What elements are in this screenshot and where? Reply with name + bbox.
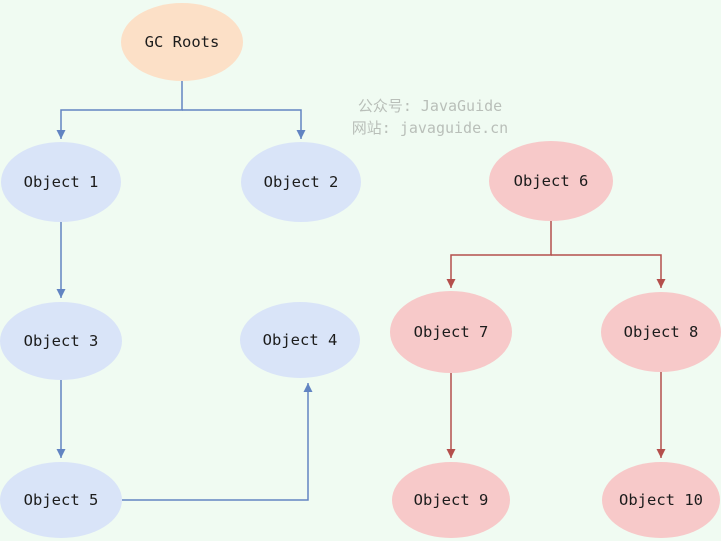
object-5-label: Object 5 bbox=[24, 491, 99, 509]
node-object-6: Object 6 bbox=[489, 141, 613, 221]
node-object-3: Object 3 bbox=[0, 302, 122, 380]
watermark-line-1: 公众号: JavaGuide bbox=[358, 97, 502, 115]
nodes: GC Roots Object 1 Object 2 Object 3 Obje… bbox=[0, 3, 721, 538]
node-object-8: Object 8 bbox=[601, 292, 721, 372]
object-2-label: Object 2 bbox=[264, 173, 339, 191]
node-object-1: Object 1 bbox=[1, 142, 121, 222]
object-7-shape bbox=[390, 291, 512, 373]
object-7-label: Object 7 bbox=[414, 323, 489, 341]
node-object-9: Object 9 bbox=[392, 462, 510, 538]
object-10-shape bbox=[602, 462, 720, 538]
object-1-label: Object 1 bbox=[24, 173, 99, 191]
edge-object-6-to-object-7 bbox=[446, 221, 552, 288]
edge-object-5-to-object-4 bbox=[122, 383, 313, 501]
edge-gc-roots-to-object-2 bbox=[182, 109, 306, 139]
object-10-label: Object 10 bbox=[619, 491, 703, 509]
edge-object-6-to-object-8 bbox=[551, 254, 666, 288]
node-object-4: Object 4 bbox=[240, 302, 360, 378]
object-6-shape bbox=[489, 141, 613, 221]
watermark-line-2: 网站: javaguide.cn bbox=[352, 119, 508, 137]
object-1-shape bbox=[1, 142, 121, 222]
watermark: 公众号: JavaGuide 网站: javaguide.cn bbox=[352, 97, 508, 137]
node-object-10: Object 10 bbox=[602, 462, 720, 538]
object-8-shape bbox=[601, 292, 721, 372]
edge-gc-roots-to-object-1 bbox=[56, 81, 183, 139]
object-8-label: Object 8 bbox=[624, 323, 699, 341]
object-5-shape bbox=[0, 462, 122, 538]
object-3-label: Object 3 bbox=[24, 332, 99, 350]
object-2-shape bbox=[241, 142, 361, 222]
object-9-label: Object 9 bbox=[414, 491, 489, 509]
object-4-label: Object 4 bbox=[263, 331, 338, 349]
edges bbox=[56, 81, 666, 501]
gc-roots-label: GC Roots bbox=[145, 33, 220, 51]
node-object-7: Object 7 bbox=[390, 291, 512, 373]
node-object-2: Object 2 bbox=[241, 142, 361, 222]
object-4-shape bbox=[240, 302, 360, 378]
node-gc-roots: GC Roots bbox=[121, 3, 243, 81]
object-3-shape bbox=[0, 302, 122, 380]
object-9-shape bbox=[392, 462, 510, 538]
node-object-5: Object 5 bbox=[0, 462, 122, 538]
object-6-label: Object 6 bbox=[514, 172, 589, 190]
gc-roots-shape bbox=[121, 3, 243, 81]
